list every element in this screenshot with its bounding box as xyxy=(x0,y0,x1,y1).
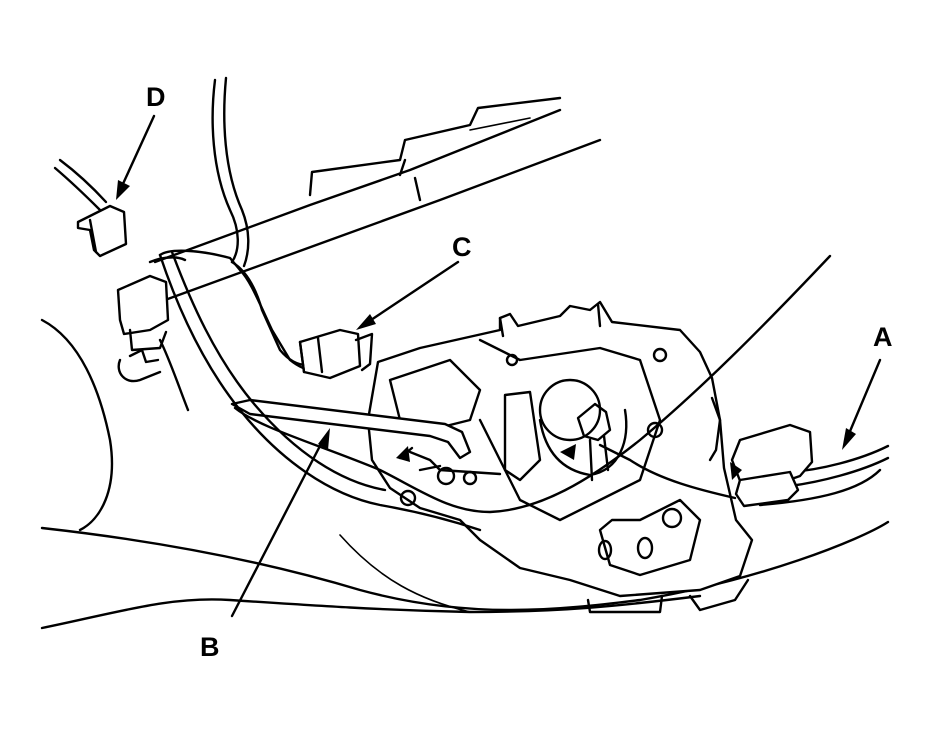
wire-harness xyxy=(148,76,482,532)
cable-a xyxy=(598,423,890,508)
connector-c xyxy=(298,328,374,380)
callout-d: D xyxy=(146,82,166,112)
harness-connector xyxy=(116,274,170,383)
callout-b: B xyxy=(200,632,220,662)
connector-d xyxy=(53,158,128,258)
leader-lines xyxy=(116,114,882,618)
upper-body-panel xyxy=(153,96,602,302)
callout-a: A xyxy=(873,322,893,352)
lower-body-contour xyxy=(40,318,890,630)
latch-clips xyxy=(396,396,742,482)
release-cable xyxy=(233,254,832,514)
callout-c: C xyxy=(452,232,472,262)
